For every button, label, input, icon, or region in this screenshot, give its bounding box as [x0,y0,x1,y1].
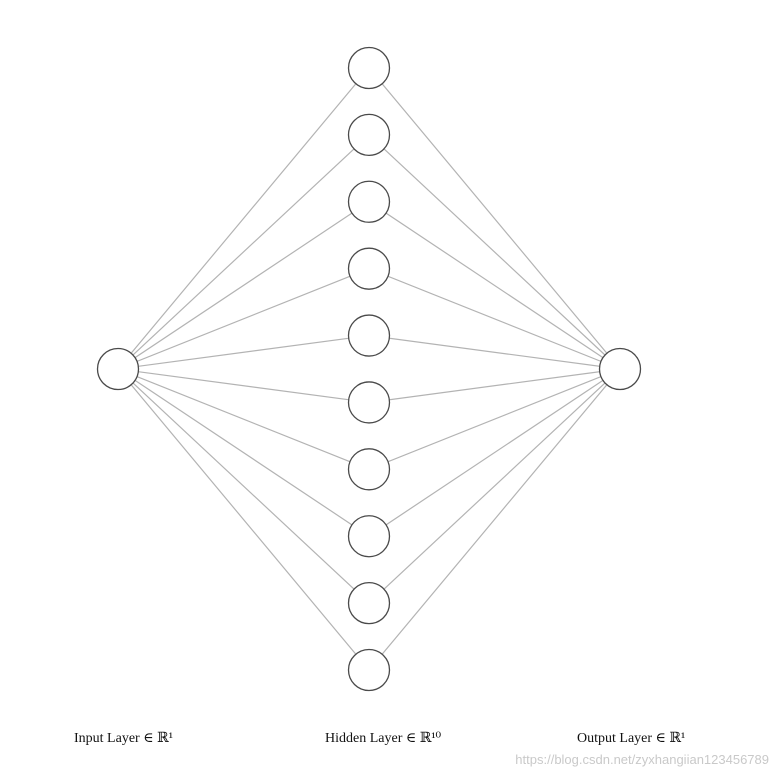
input-layer-label: Input Layer ∈ ℝ¹ [74,731,173,746]
edge-l1-1-to-l2-0 [368,134,621,370]
output-node-1 [598,347,642,391]
input-node-1 [96,347,140,391]
edge-l0-0-to-l1-5 [117,368,370,404]
hidden-node-8 [347,515,391,558]
edge-l0-0-to-l1-8 [117,368,370,604]
edge-l0-0-to-l1-2 [117,201,370,370]
edge-l0-0-to-l1-1 [117,134,370,370]
hidden-node-9 [347,581,391,625]
edge-l1-4-to-l2-0 [368,334,621,370]
hidden-node-7 [347,448,391,491]
hidden-node-1 [347,46,391,90]
watermark: https://blog.csdn.net/zyxhangiian1234567… [515,752,769,767]
edge-l0-0-to-l1-6 [117,368,370,470]
hidden-node-2 [347,113,391,157]
edges-group [117,67,621,671]
edge-l0-0-to-l1-7 [117,368,370,537]
edge-l1-6-to-l2-0 [368,368,621,470]
hidden-node-4 [347,247,391,290]
nodes-group [96,46,642,692]
hidden-node-5 [347,314,391,357]
hidden-node-6 [347,381,391,424]
edge-l1-5-to-l2-0 [368,368,621,404]
output-layer-label: Output Layer ∈ ℝ¹ [577,731,686,746]
edge-l1-7-to-l2-0 [368,368,621,537]
edge-l0-0-to-l1-9 [117,368,370,671]
edge-l1-9-to-l2-0 [368,368,621,671]
edge-l0-0-to-l1-0 [117,67,370,370]
hidden-layer-label: Hidden Layer ∈ ℝ¹⁰ [325,731,442,746]
edge-l1-2-to-l2-0 [368,201,621,370]
edge-l1-0-to-l2-0 [368,67,621,370]
edge-l0-0-to-l1-3 [117,268,370,370]
hidden-node-10 [347,648,391,692]
edge-l1-3-to-l2-0 [368,268,621,370]
edge-l1-8-to-l2-0 [368,368,621,604]
hidden-node-3 [347,180,391,223]
edge-l0-0-to-l1-4 [117,334,370,370]
